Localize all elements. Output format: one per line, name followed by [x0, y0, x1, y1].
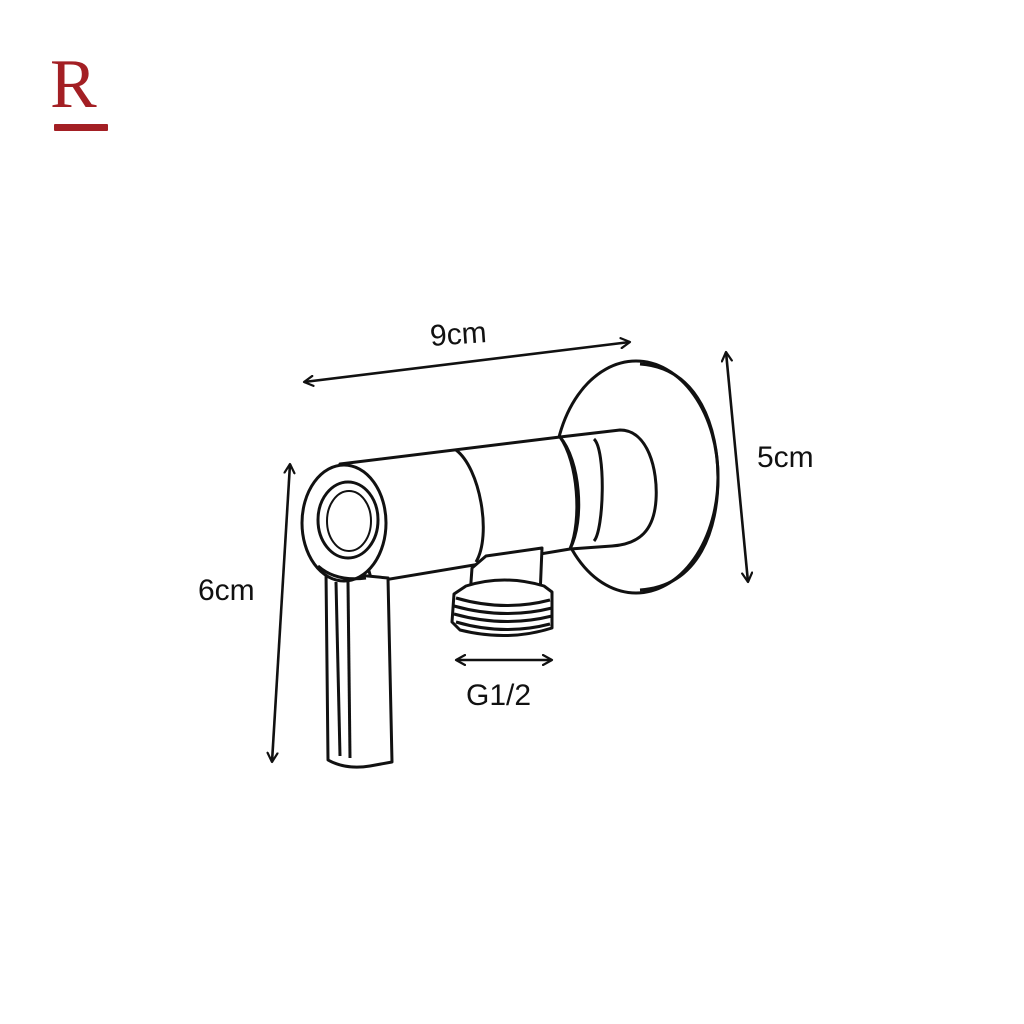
outlet-thread — [450, 546, 554, 637]
brand-logo: R — [50, 50, 114, 136]
brand-logo-underline — [54, 124, 108, 131]
valve-body — [338, 428, 658, 584]
width-label: 9cm — [428, 316, 488, 353]
lever-handle — [300, 463, 394, 769]
height-label: 5cm — [757, 441, 814, 474]
thread-size-label: G1/2 — [466, 679, 532, 712]
handle-length-label: 6cm — [198, 574, 255, 607]
width-dimension-arrow — [304, 342, 630, 382]
dimension-arrows — [272, 342, 748, 762]
brand-logo-letter: R — [50, 46, 97, 123]
handle-dimension-arrow — [272, 464, 290, 762]
height-dimension-arrow — [726, 352, 748, 582]
